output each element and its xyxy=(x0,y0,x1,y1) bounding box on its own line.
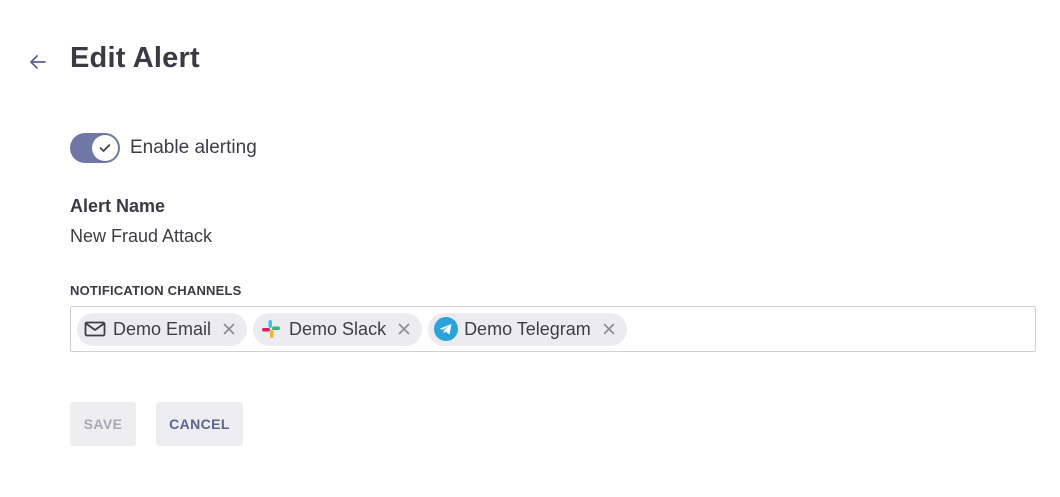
remove-channel-button[interactable] xyxy=(221,321,237,337)
enable-alerting-row: Enable alerting xyxy=(70,133,257,163)
telegram-icon xyxy=(434,317,459,341)
channel-chip-label: Demo Email xyxy=(113,318,212,339)
remove-channel-button[interactable] xyxy=(601,321,617,337)
alert-name-label: Alert Name xyxy=(70,196,166,216)
slack-icon xyxy=(259,317,283,341)
toggle-knob xyxy=(92,135,118,161)
notification-channels-input[interactable]: Demo Email Demo Slack xyxy=(70,306,1036,352)
check-icon xyxy=(99,144,111,152)
enable-alerting-label: Enable alerting xyxy=(130,137,257,158)
channel-chip-slack: Demo Slack xyxy=(253,312,423,346)
enable-alerting-toggle[interactable] xyxy=(70,133,120,163)
email-icon xyxy=(83,317,107,341)
save-button[interactable]: SAVE xyxy=(70,402,136,446)
close-icon xyxy=(223,323,235,335)
channel-chip-label: Demo Slack xyxy=(289,318,387,339)
channel-chip-label: Demo Telegram xyxy=(464,318,591,339)
arrow-left-icon xyxy=(30,55,46,69)
page-title: Edit Alert xyxy=(70,42,200,74)
channel-chip-telegram: Demo Telegram xyxy=(428,312,627,346)
cancel-button[interactable]: CANCEL xyxy=(156,402,243,446)
remove-channel-button[interactable] xyxy=(396,321,412,337)
alert-name-value: New Fraud Attack xyxy=(70,226,213,246)
close-icon xyxy=(603,323,615,335)
back-button[interactable] xyxy=(24,48,52,76)
close-icon xyxy=(398,323,410,335)
channel-chip-email: Demo Email xyxy=(77,312,248,346)
notification-channels-label: NOTIFICATION CHANNELS xyxy=(70,283,242,298)
